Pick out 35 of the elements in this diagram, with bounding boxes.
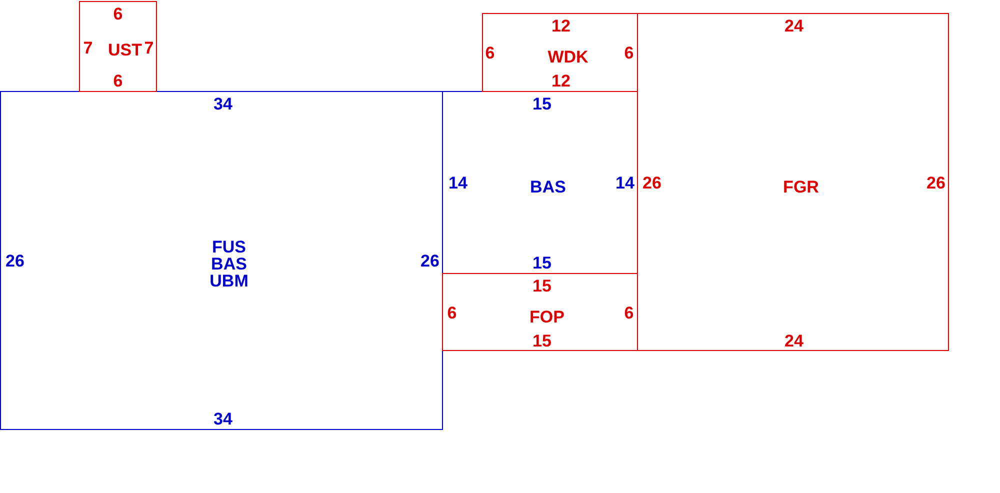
region-box <box>0 91 443 430</box>
dimension-number: 14 <box>616 174 634 192</box>
dimension-number: 24 <box>784 18 804 34</box>
dimension-number: 34 <box>214 410 232 428</box>
dimension-number: 24 <box>784 332 804 350</box>
dimension-number: 12 <box>552 18 570 34</box>
dimension-number: 14 <box>448 174 468 192</box>
dimension-number: 15 <box>532 278 552 294</box>
dimension-number: 7 <box>144 40 154 56</box>
region-label: FGR <box>783 178 819 196</box>
dimension-number: 15 <box>532 332 552 350</box>
dimension-number: 7 <box>83 40 93 56</box>
region-box <box>442 273 638 351</box>
dimension-number: 34 <box>214 96 232 112</box>
dimension-number: 26 <box>6 252 24 270</box>
dimension-number: 15 <box>532 96 552 112</box>
dimension-number: 6 <box>447 304 457 322</box>
dimension-number: 6 <box>113 72 123 90</box>
dimension-number: 26 <box>420 252 440 270</box>
region-box <box>79 1 157 92</box>
region-box <box>482 13 638 92</box>
region-box <box>637 13 949 351</box>
dimension-number: 26 <box>642 174 662 192</box>
region-label: UST <box>108 42 142 58</box>
region-label: FUS BAS UBM <box>210 238 248 290</box>
dimension-number: 15 <box>532 254 552 272</box>
dimension-number: 6 <box>485 44 495 62</box>
region-label: BAS <box>530 178 566 196</box>
dimension-number: 6 <box>624 304 634 322</box>
dimension-number: 12 <box>552 72 570 90</box>
region-label: WDK <box>548 48 588 66</box>
dimension-number: 26 <box>926 174 946 192</box>
dimension-number: 6 <box>113 6 123 22</box>
dimension-number: 6 <box>624 44 634 62</box>
region-label: FOP <box>530 308 564 326</box>
